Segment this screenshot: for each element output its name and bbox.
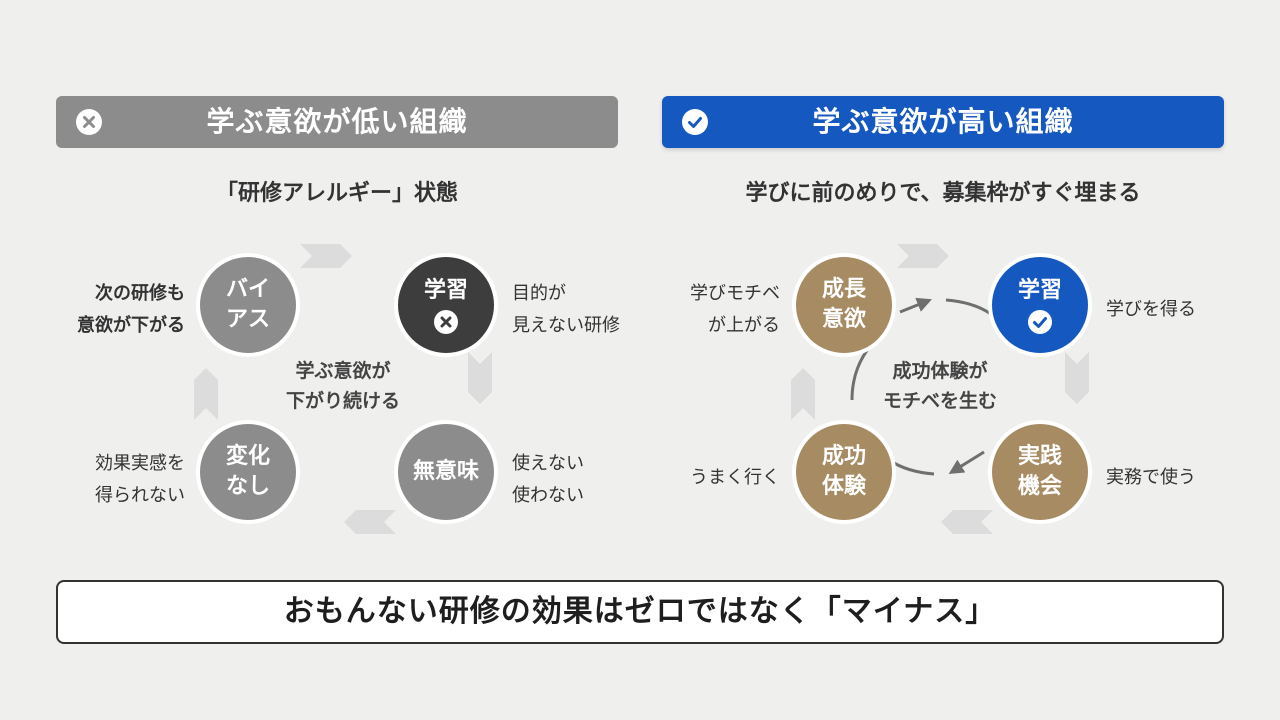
label-line: うまく行く [690, 467, 780, 488]
high-subtitle: 学びに前のめりで、募集枠がすぐ埋まる [745, 181, 1141, 206]
check-circle-icon [682, 109, 708, 135]
node-line: なし [225, 474, 270, 499]
node-line: 学習 [423, 278, 468, 303]
node-line: 意欲 [821, 307, 866, 332]
x-circle-icon [434, 310, 458, 334]
x-circle-icon [76, 109, 102, 135]
node-line: 実践 [1017, 444, 1062, 469]
low-header-title: 学ぶ意欲が低い組織 [206, 105, 468, 138]
node-no-change: 変化 なし [196, 420, 300, 524]
low-subtitle: 「研修アレルギー」状態 [215, 181, 458, 206]
high-label-top-left: 学びモチベ が上がる [690, 278, 780, 342]
node-meaningless: 無意味 [394, 420, 498, 524]
center-line: 成功体験が [892, 360, 988, 382]
high-center-text: 成功体験が モチベを生む [840, 356, 1040, 416]
high-label-top-right: 学びを得る [1106, 294, 1196, 326]
high-label-bottom-left: うまく行く [690, 462, 780, 494]
center-line: モチベを生む [882, 390, 997, 412]
label-line: 得られない [95, 485, 185, 506]
high-cycle-ring [791, 244, 1089, 534]
center-line: 学ぶ意欲が [295, 360, 391, 382]
low-label-top-left: 次の研修も 意欲が下がる [77, 278, 185, 342]
node-learning-low: 学習 [394, 253, 498, 357]
label-line: 学びを得る [1106, 299, 1196, 320]
check-circle-icon [1028, 310, 1052, 334]
node-learning-high: 学習 [988, 253, 1092, 357]
low-center-text: 学ぶ意欲が 下がり続ける [243, 356, 443, 416]
label-line: 使わない [512, 485, 584, 506]
label-line: 効果実感を [95, 453, 185, 474]
label-line: 目的が [512, 283, 566, 304]
high-header-title: 学ぶ意欲が高い組織 [812, 105, 1074, 138]
node-line: 成功 [821, 444, 866, 469]
low-cycle-ring [194, 244, 492, 534]
node-line: バイ [225, 277, 270, 302]
node-growth-motivation: 成長 意欲 [792, 253, 896, 357]
low-motivation-header: 学ぶ意欲が低い組織 [56, 96, 618, 148]
conclusion-banner: おもんない研修の効果はゼロではなく「マイナス」 [56, 580, 1224, 644]
low-label-bottom-left: 効果実感を 得られない [95, 448, 185, 512]
label-line: 学びモチベ [690, 283, 780, 304]
node-line: 無意味 [412, 459, 479, 484]
label-line: 見えない研修 [512, 315, 620, 336]
node-line: 学習 [1017, 278, 1062, 303]
label-line: 実務で使う [1106, 467, 1196, 488]
node-line: アス [225, 307, 270, 332]
node-bias: バイ アス [196, 253, 300, 357]
high-label-bottom-right: 実務で使う [1106, 462, 1196, 494]
node-line: 機会 [1017, 474, 1062, 499]
low-label-top-right: 目的が 見えない研修 [512, 278, 620, 342]
node-line: 体験 [821, 474, 866, 499]
node-success-experience: 成功 体験 [792, 420, 896, 524]
low-label-bottom-right: 使えない 使わない [512, 448, 584, 512]
label-line: が上がる [708, 315, 780, 336]
node-line: 変化 [225, 444, 270, 469]
label-line: 使えない [512, 453, 584, 474]
center-line: 下がり続ける [285, 390, 400, 412]
label-line: 次の研修も [95, 283, 185, 304]
label-line: 意欲が下がる [77, 315, 185, 336]
node-practice-opportunity: 実践 機会 [988, 420, 1092, 524]
node-line: 成長 [821, 277, 866, 302]
high-motivation-header: 学ぶ意欲が高い組織 [662, 96, 1224, 148]
